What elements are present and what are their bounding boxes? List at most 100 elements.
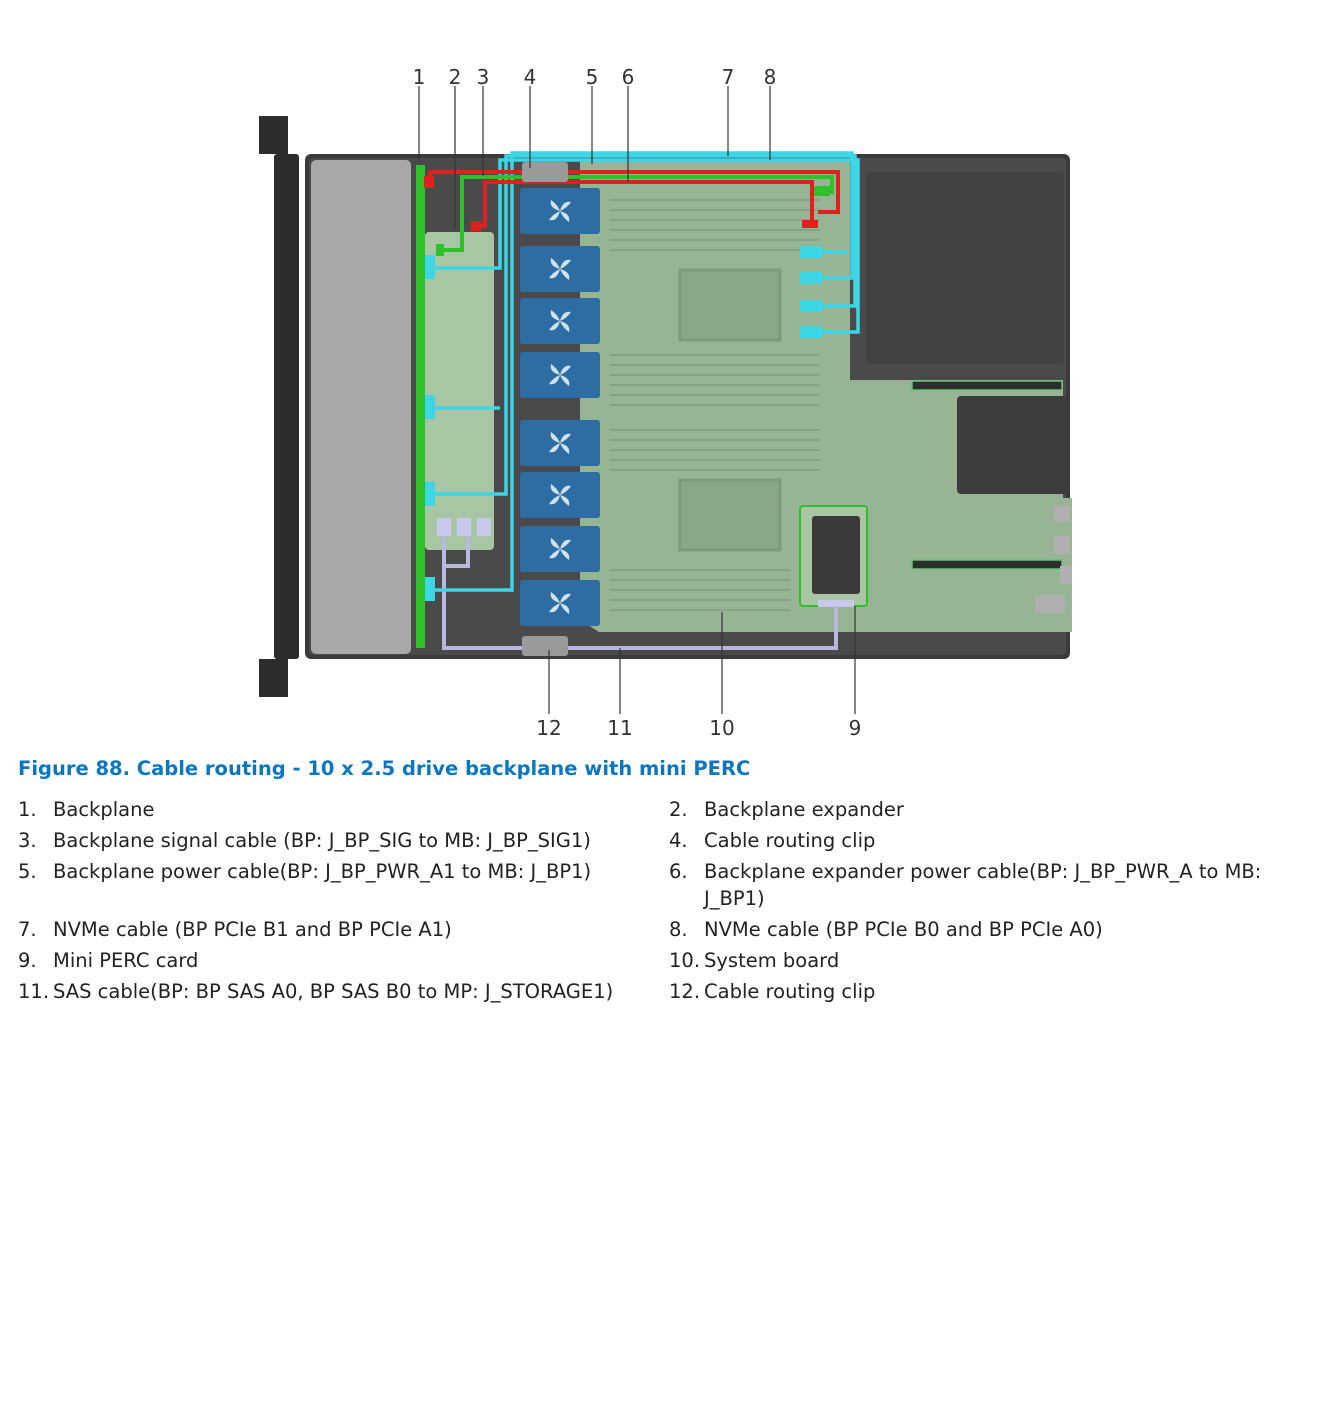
memory-slots-bottom [610,429,820,611]
front-ear-top [259,116,288,154]
fan-blade [549,375,560,385]
cable-routing-clip-icon [522,636,568,656]
fan-icon [520,352,600,398]
backplane [416,165,425,648]
fan-blade [560,549,570,560]
memory-slots-top [610,199,820,406]
fan-array [520,188,600,626]
fan-blade [550,538,560,549]
fan-blade [560,311,571,321]
mini-perc-chip [812,516,860,594]
legend-item: 6.Backplane expander power cable(BP: J_B… [669,858,1318,912]
backplane-power-cable [428,170,840,214]
legend-item-number: 8. [669,918,688,941]
fan-blade [560,201,571,211]
fan-blade [560,443,570,454]
front-rail [274,154,299,659]
callout-5: 5 [586,65,599,89]
legend-item-text: Backplane power cable(BP: J_BP_PWR_A1 to… [53,860,592,883]
figure-caption: Figure 88. Cable routing - 10 x 2.5 driv… [18,757,751,780]
cable-routing-clip-icon [522,162,568,182]
fan-blade [560,375,570,386]
fan-blade [550,258,560,269]
legend-item: 2. Backplane expander [669,796,1318,823]
legend-item-text: Cable routing clip [704,829,876,852]
fan-blade [560,433,571,443]
fan-blade [550,364,560,375]
fan-icon [520,420,600,466]
callout-12: 12 [536,716,561,740]
fan-blade [560,485,571,495]
legend-item: 1.Backplane [18,796,669,823]
fan-blade [560,269,570,280]
callout-10: 10 [709,716,734,740]
legend-item-text: Backplane expander power cable(BP: J_BP_… [704,860,1262,910]
signal-connector-mb [814,186,830,196]
sas-cable [442,536,838,650]
fan-blade [549,269,560,279]
rear-port-1 [1054,506,1070,522]
fan-blade [549,211,560,221]
callout-4: 4 [524,65,537,89]
fan-blade [560,603,570,614]
power-connector-bp [424,176,434,188]
callout-3: 3 [477,65,490,89]
callout-6: 6 [622,65,635,89]
callouts-top: 1 2 3 4 5 6 7 8 [413,65,777,89]
legend-item-text: Backplane signal cable (BP: J_BP_SIG to … [53,829,591,852]
fan-blade [560,539,571,549]
legend-item-text: Backplane [53,798,155,821]
legend-item-number: 10. [669,949,701,972]
mini-perc-connector [818,600,854,607]
fan-blade [549,443,560,453]
legend-item-text: Mini PERC card [53,949,199,972]
legend-item-number: 4. [669,829,688,852]
legend-item-text: Backplane expander [704,798,904,821]
fan-blade [550,310,560,321]
legend-item-number: 7. [18,918,37,941]
rear-port-3 [1060,566,1072,584]
backplane-expander-power-cable [477,180,814,228]
callout-1: 1 [413,65,426,89]
fan-blade [550,592,560,603]
front-ear-bottom [259,659,288,697]
fan-blade [549,321,560,331]
fan-blade [560,593,571,603]
fan-blade [549,549,560,559]
fan-blade [560,211,570,222]
fan-blade [550,200,560,211]
legend-item: 8. NVMe cable (BP PCIe B0 and BP PCIe A0) [669,916,1318,943]
fan-blade [560,321,570,332]
legend-item-text: NVMe cable (BP PCIe B0 and BP PCIe A0) [704,918,1103,941]
sas-connectors [437,518,491,536]
psu-bottom [957,396,1069,494]
callouts-bottom: 12 11 10 9 [536,716,861,740]
legend-item: 12.Cable routing clip [669,978,1318,1005]
fan-blade [550,484,560,495]
power-connector-mb [802,220,818,228]
legend-item-number: 2. [669,798,688,821]
legend-item-number: 12. [669,980,701,1003]
callout-11: 11 [607,716,632,740]
cpu-socket-2 [678,478,782,552]
legend-item: 5.Backplane power cable(BP: J_BP_PWR_A1 … [18,858,669,912]
fan-blade [560,495,570,506]
fan-icon [520,246,600,292]
fan-blade [560,365,571,375]
fan-icon [520,188,600,234]
legend-item-text: Cable routing clip [704,980,876,1003]
legend-item: 11.SAS cable(BP: BP SAS A0, BP SAS B0 to… [18,978,669,1005]
drive-bay [311,160,411,654]
fan-blade [549,495,560,505]
power-connector-exp [471,221,481,231]
callout-7: 7 [722,65,735,89]
nvme-cables [430,151,860,592]
legend-item: 3.Backplane signal cable (BP: J_BP_SIG t… [18,827,669,854]
legend-item-number: 11. [18,980,50,1003]
rear-port-2 [1054,536,1070,554]
callout-9: 9 [849,716,862,740]
riser-slot-top [911,380,1063,391]
fan-icon [520,526,600,572]
fan-icon [520,298,600,344]
cable-routing-diagram: 1 2 3 4 5 6 7 8 12 11 10 9 [259,65,1072,740]
